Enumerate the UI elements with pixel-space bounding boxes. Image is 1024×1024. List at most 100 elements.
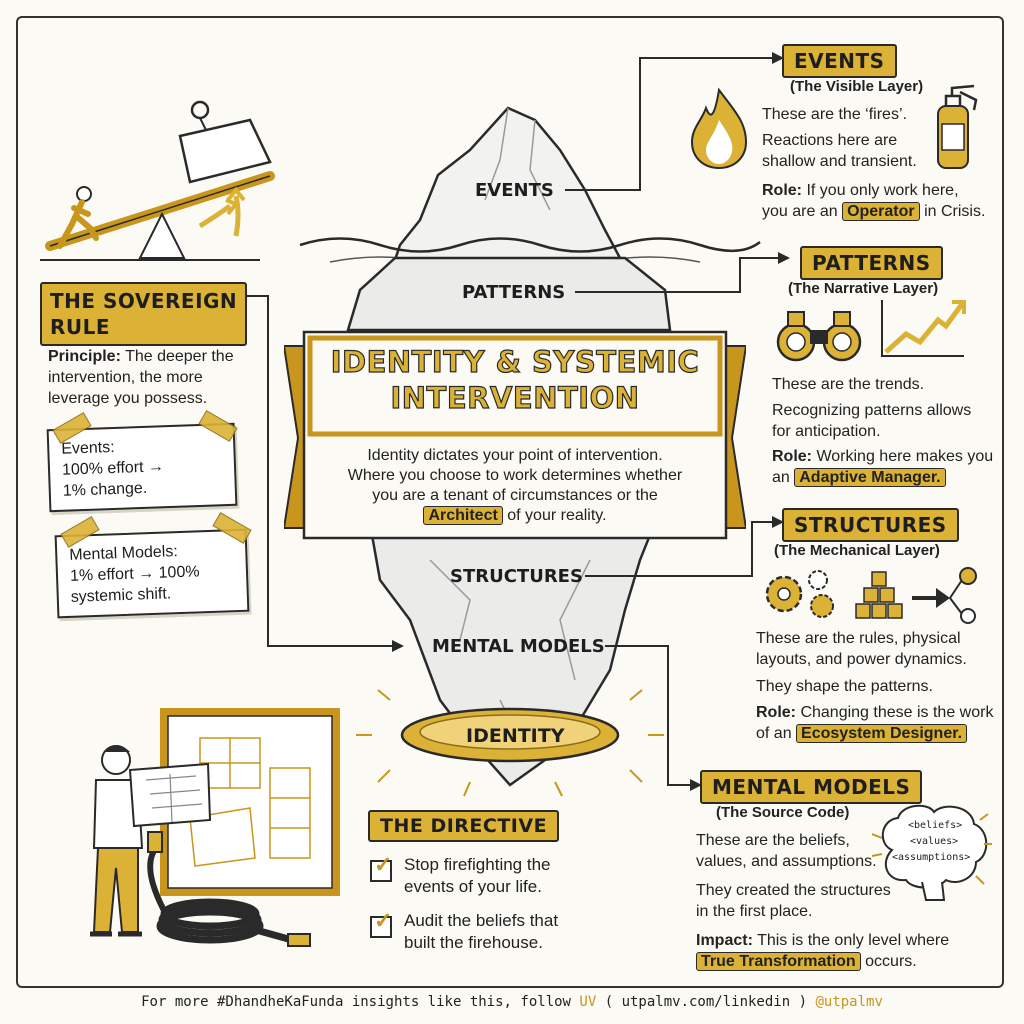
- footer-pre: For more #DhandheKaFunda insights like t…: [141, 994, 571, 1010]
- structures-role-pre: of an: [756, 725, 792, 742]
- fire-extinguisher-icon: [937, 84, 978, 169]
- structures-line1: These are the rules, physical layouts, a…: [756, 628, 967, 670]
- architect-highlight: Architect: [423, 506, 503, 525]
- sovereign-connector: [228, 295, 392, 647]
- events-subtitle: (The Visible Layer): [790, 78, 924, 95]
- person-pushing-icon: [57, 186, 99, 249]
- sovereign-header: THE SOVEREIGN RULE: [40, 282, 248, 346]
- main-title: IDENTITY & SYSTEMIC INTERVENTION: [310, 344, 720, 416]
- iceberg-label-mental-models: MENTAL MODELS: [432, 636, 605, 657]
- directive-item2a: Audit the beliefs that: [404, 911, 559, 930]
- events-line2: Reactions here are shallow and transient…: [762, 130, 917, 172]
- mental-models-header: MENTAL MODELS: [700, 770, 923, 804]
- events-line2b: shallow and transient.: [762, 153, 917, 170]
- directive-item-2: Audit the beliefs that built the firehou…: [404, 910, 558, 954]
- events-line2a: Reactions here are: [762, 132, 898, 149]
- footer-uv: UV: [579, 994, 597, 1010]
- patterns-line2a: Recognizing patterns allows: [772, 402, 972, 419]
- iceberg-label-events: EVENTS: [475, 180, 554, 201]
- patterns-role-a: Working here makes you: [816, 448, 994, 465]
- iceberg-label-patterns: PATTERNS: [462, 282, 566, 303]
- fire-icon: [690, 87, 748, 170]
- impact-label: Impact:: [696, 932, 753, 949]
- intro-line1: Identity dictates your point of interven…: [367, 447, 663, 464]
- lever-illustration: [40, 100, 275, 261]
- mental-models-impact: Impact: This is the only level where Tru…: [696, 930, 949, 972]
- directive-item2b: built the firehouse.: [404, 933, 543, 952]
- patterns-role-label: Role:: [772, 448, 812, 465]
- patterns-role: Role: Working here makes you an Adaptive…: [772, 446, 993, 488]
- sovereign-principle: Principle: The deeper the intervention, …: [48, 346, 234, 409]
- events-role: Role: If you only work here, you are an …: [762, 180, 985, 222]
- intro-line2: Where you choose to work determines whet…: [347, 467, 683, 484]
- events-role-pre: you are an: [762, 203, 838, 220]
- mental-models-line1: These are the beliefs, values, and assum…: [696, 830, 877, 872]
- person-with-plan-icon: [90, 745, 212, 937]
- gears-icon: [765, 570, 834, 618]
- ecosystem-designer-highlight: Ecosystem Designer.: [796, 724, 968, 743]
- events-header: EVENTS: [782, 44, 897, 78]
- principle-c: leverage you possess.: [48, 390, 208, 407]
- banner-scroll: [284, 330, 746, 540]
- impact-post: occurs.: [865, 953, 917, 970]
- checkbox-2: ✓: [370, 908, 392, 938]
- sovereign-header-line1: THE SOVEREIGN: [50, 289, 238, 313]
- sovereign-header-line2: RULE: [50, 315, 111, 339]
- flow-icon: [912, 567, 977, 624]
- structures-header: STRUCTURES: [782, 508, 959, 542]
- patterns-subtitle: (The Narrative Layer): [788, 280, 939, 297]
- blueprint-drawing: [189, 737, 311, 867]
- structures-subtitle: (The Mechanical Layer): [774, 542, 940, 559]
- main-title-line2: INTERVENTION: [390, 380, 640, 415]
- main-title-line1: IDENTITY & SYSTEMIC: [330, 344, 700, 379]
- patterns-line2: Recognizing patterns allows for anticipa…: [772, 400, 971, 442]
- structures-line1a: These are the rules, physical: [756, 630, 961, 647]
- events-line1: These are the ‘fires’.: [762, 106, 907, 123]
- patterns-role-pre: an: [772, 469, 790, 486]
- intro-line4-rest: of your reality.: [507, 507, 607, 524]
- patterns-line1: These are the trends.: [772, 376, 925, 393]
- brain-tag-values: <values>: [910, 836, 958, 847]
- checkbox-1: ✓: [370, 852, 392, 882]
- water-line: [299, 237, 761, 253]
- mental-models-connector: [605, 645, 690, 786]
- brain-tag-beliefs: <beliefs>: [908, 820, 962, 831]
- events-role-post: in Crisis.: [924, 203, 986, 220]
- true-transformation-highlight: True Transformation: [696, 952, 861, 971]
- events-role-label: Role:: [762, 182, 802, 199]
- structures-role-label: Role:: [756, 704, 796, 721]
- note1-b: 1% change.: [62, 479, 148, 500]
- intro-text: Identity dictates your point of interven…: [310, 446, 720, 526]
- mental-models-effort-note: Mental Models: 1% effort → 100% systemic…: [54, 528, 250, 619]
- directive-item-1: Stop firefighting the events of your lif…: [404, 854, 550, 898]
- intro-line3: you are a tenant of circumstances or the: [372, 487, 658, 504]
- patterns-header: PATTERNS: [800, 246, 943, 280]
- iceberg-label-identity: IDENTITY: [466, 725, 565, 747]
- note2-b: systemic shift.: [70, 585, 172, 606]
- events-connector: [565, 57, 772, 191]
- structures-icons: [765, 567, 977, 624]
- footer-link[interactable]: ( utpalmv.com/linkedin ): [604, 994, 808, 1010]
- operator-highlight: Operator: [842, 202, 920, 221]
- directive-item1a: Stop firefighting the: [404, 855, 551, 874]
- iceberg-body: [346, 256, 672, 332]
- mental-models-line1b: values, and assumptions.: [696, 853, 877, 870]
- events-effort-note: Events: 100% effort → 1% change.: [46, 422, 238, 513]
- mental-models-line2b: in the first place.: [696, 903, 813, 920]
- adaptive-manager-highlight: Adaptive Manager.: [794, 468, 946, 487]
- brain-icon: <beliefs> <values> <assumptions>: [872, 804, 992, 901]
- footer: For more #DhandheKaFunda insights like t…: [0, 994, 1024, 1010]
- blocks-icon: [855, 571, 903, 619]
- patterns-connector: [575, 257, 778, 293]
- mental-models-line2a: They created the structures: [696, 882, 891, 899]
- trend-chart-icon: [881, 300, 966, 357]
- impact-a: This is the only level where: [757, 932, 950, 949]
- principle-b: intervention, the more: [48, 369, 203, 386]
- footer-handle[interactable]: @utpalmv: [815, 994, 883, 1010]
- principle-a: The deeper the: [125, 348, 234, 365]
- patterns-line2b: for anticipation.: [772, 423, 881, 440]
- structures-connector: [585, 521, 772, 577]
- mental-models-line2: They created the structures in the first…: [696, 880, 891, 922]
- directive-item1b: events of your life.: [404, 877, 542, 896]
